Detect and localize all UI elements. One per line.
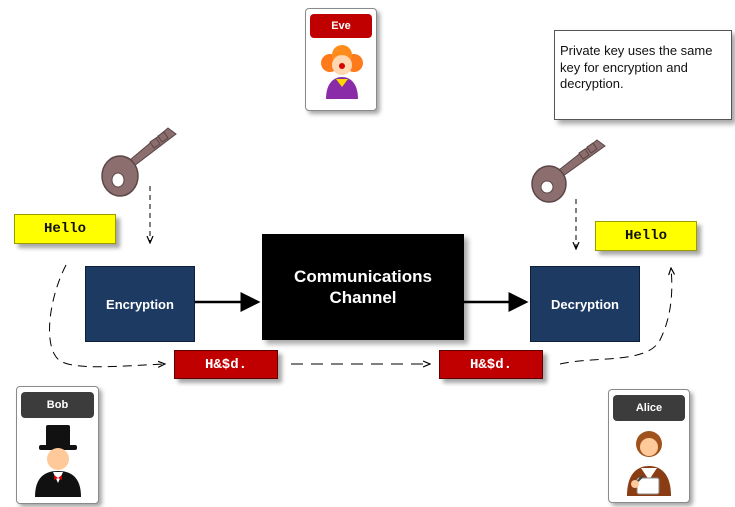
bob-name-tag: Bob: [21, 392, 94, 418]
plaintext-right: Hello: [595, 221, 697, 251]
encryption-block: Encryption: [85, 266, 195, 342]
clown-icon: [321, 45, 363, 99]
eve-name-tag: Eve: [310, 14, 372, 38]
left-key-icon: [101, 127, 177, 197]
plaintext-left: Hello: [14, 214, 116, 244]
alice-name-tag: Alice: [613, 395, 685, 421]
dashed-path-plain-to-cipher: [49, 264, 165, 367]
alice-card: Alice: [608, 389, 690, 503]
decryption-block: Decryption: [530, 266, 640, 342]
right-key-icon: [531, 139, 606, 203]
channel-label-line-2: Channel: [329, 288, 397, 307]
top-hat-man-icon: [35, 425, 81, 497]
bob-card: Bob: [16, 386, 99, 504]
communications-channel-block: Communications Channel: [262, 234, 464, 340]
woman-writing-icon: [627, 431, 671, 496]
note-box: Private key uses the same key for encryp…: [554, 30, 732, 120]
eve-card: Eve: [305, 8, 377, 111]
channel-label-line-1: Communications: [294, 267, 432, 286]
ciphertext-left: H&$d.: [174, 350, 278, 379]
dashed-path-cipher-to-plain: [559, 268, 672, 365]
ciphertext-right: H&$d.: [439, 350, 543, 379]
